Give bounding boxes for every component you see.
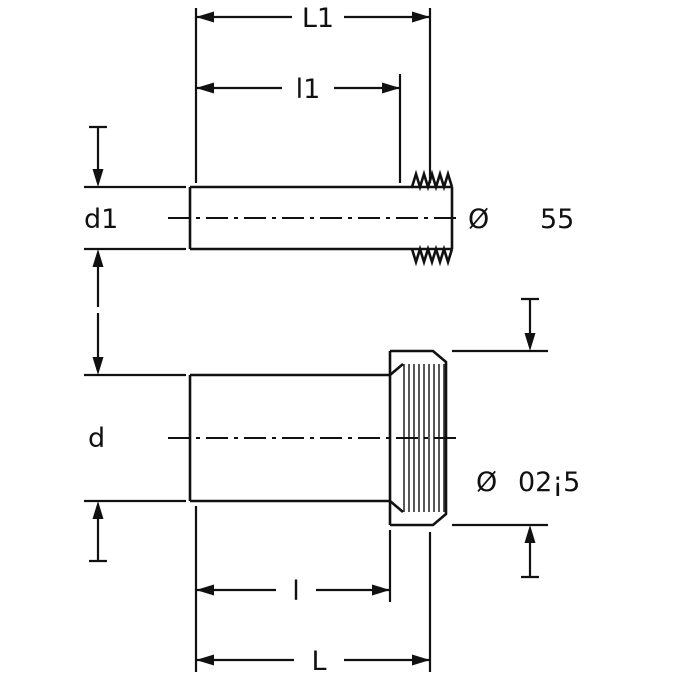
dimension-dia-bottom: Ø 02¡5 — [452, 297, 580, 579]
dimension-L-arrow-right — [412, 654, 430, 666]
dimension-l-lines — [194, 506, 392, 672]
lower-pipe-outline — [188, 373, 390, 503]
dim-label-L1: L1 — [302, 3, 334, 34]
dim-label-l: l — [292, 576, 300, 607]
upper-pipe-thread-top — [410, 169, 454, 192]
upper-pipe — [188, 169, 454, 267]
dimension-L-arrow-left — [196, 654, 214, 666]
dimension-l: l — [194, 506, 392, 672]
dimension-L1-arrow-left — [196, 11, 214, 23]
dimension-socket-lines — [452, 297, 548, 579]
dimension-l1-arrow-right — [382, 82, 400, 94]
dimension-l-arrow-left — [196, 584, 214, 596]
dimension-L1: L1 — [194, 3, 432, 183]
dimension-d-arrow-bottom — [92, 501, 104, 519]
dimension-L: L — [196, 532, 432, 677]
upper-pipe-outline — [188, 185, 454, 251]
dimension-d1-arrow-top — [92, 169, 104, 187]
dimension-L1-lines — [194, 8, 432, 183]
dia-value-bottom: 02¡5 — [518, 467, 580, 498]
lower-pipe — [188, 349, 448, 527]
dimension-l1-arrow-left — [196, 82, 214, 94]
dimension-l1: l1 — [196, 74, 402, 183]
dimension-d-arrow-top — [92, 357, 104, 375]
socket-outline — [388, 349, 448, 527]
dim-label-d1: d1 — [84, 204, 118, 235]
dim-label-l1: l1 — [296, 74, 321, 105]
dimension-L1-arrow-right — [412, 11, 430, 23]
dimension-d: d — [84, 313, 186, 563]
dimension-l-arrow-right — [372, 584, 390, 596]
upper-pipe-thread-bottom — [410, 244, 454, 267]
socket-thread-hatch — [403, 364, 445, 512]
dia-symbol-top: Ø — [468, 204, 489, 235]
dim-label-d: d — [88, 423, 105, 454]
socket-mouth-chamfers — [389, 363, 404, 513]
dia-value-top: 55 — [540, 204, 574, 235]
dimension-socket-arrow-top — [524, 333, 536, 351]
dim-label-L: L — [311, 646, 326, 677]
centerlines — [168, 217, 462, 439]
dimension-d1-arrow-bottom — [92, 249, 104, 267]
dimension-d1: d1 — [84, 125, 186, 307]
dimension-d1-lines — [84, 125, 186, 307]
dimension-dia-top: Ø 55 — [468, 204, 574, 235]
dia-symbol-bottom: Ø — [476, 467, 497, 498]
dimension-socket-arrow-bottom — [524, 525, 536, 543]
dimension-d-lines — [84, 313, 186, 563]
